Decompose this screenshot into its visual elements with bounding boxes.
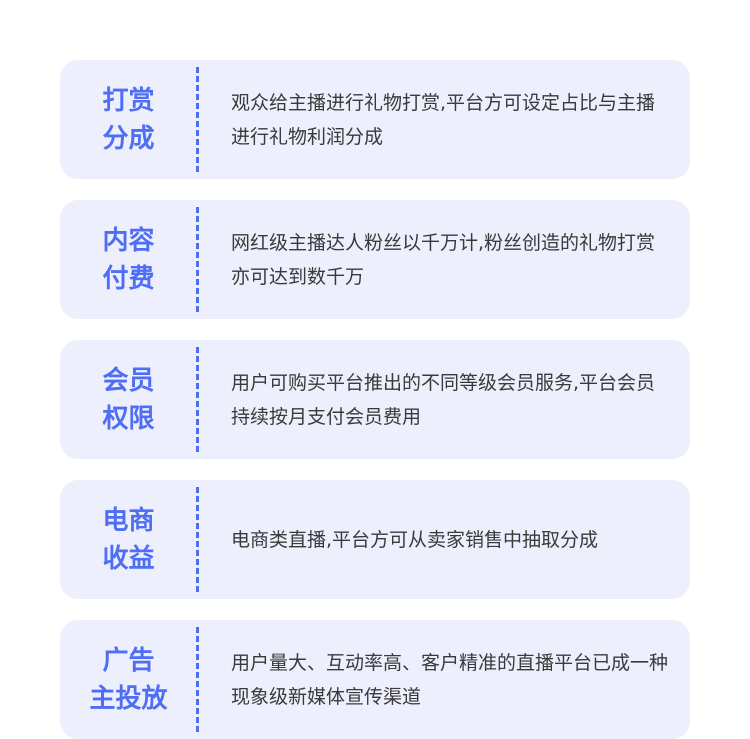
card-title-line2: 收益 bbox=[102, 543, 155, 574]
dashed-divider bbox=[196, 207, 199, 312]
card-title: 电商 收益 bbox=[60, 480, 197, 599]
card-title-line1: 打赏 bbox=[102, 85, 155, 116]
dashed-divider bbox=[196, 347, 199, 452]
card-title: 打赏 分成 bbox=[60, 60, 197, 179]
dashed-divider bbox=[196, 487, 199, 592]
dashed-divider bbox=[196, 627, 199, 732]
card-title-line1: 广告 bbox=[102, 645, 155, 676]
card-reward-sharing: 打赏 分成 观众给主播进行礼物打赏,平台方可设定占比与主播进行礼物利润分成 bbox=[60, 60, 690, 179]
card-description: 网红级主播达人粉丝以千万计,粉丝创造的礼物打赏亦可达到数千万 bbox=[231, 200, 672, 319]
card-title-line1: 内容 bbox=[102, 225, 155, 256]
card-title: 会员 权限 bbox=[60, 340, 197, 459]
card-description: 电商类直播,平台方可从卖家销售中抽取分成 bbox=[231, 480, 672, 599]
card-content-payment: 内容 付费 网红级主播达人粉丝以千万计,粉丝创造的礼物打赏亦可达到数千万 bbox=[60, 200, 690, 319]
card-membership: 会员 权限 用户可购买平台推出的不同等级会员服务,平台会员持续按月支付会员费用 bbox=[60, 340, 690, 459]
dashed-divider bbox=[196, 67, 199, 172]
card-title-line1: 电商 bbox=[102, 505, 155, 536]
card-description: 用户量大、互动率高、客户精准的直播平台已成一种现象级新媒体宣传渠道 bbox=[231, 620, 672, 739]
card-title: 广告 主投放 bbox=[60, 620, 197, 739]
card-title-line1: 会员 bbox=[102, 365, 155, 396]
card-title-line2: 主投放 bbox=[89, 683, 168, 714]
card-title-line2: 付费 bbox=[102, 263, 155, 294]
card-title-line2: 权限 bbox=[102, 403, 155, 434]
card-description-text: 网红级主播达人粉丝以千万计,粉丝创造的礼物打赏亦可达到数千万 bbox=[231, 231, 656, 288]
card-description: 用户可购买平台推出的不同等级会员服务,平台会员持续按月支付会员费用 bbox=[231, 340, 672, 459]
card-title: 内容 付费 bbox=[60, 200, 197, 319]
card-description-text: 电商类直播,平台方可从卖家销售中抽取分成 bbox=[231, 528, 599, 551]
card-title-line2: 分成 bbox=[102, 123, 155, 154]
card-ecommerce-revenue: 电商 收益 电商类直播,平台方可从卖家销售中抽取分成 bbox=[60, 480, 690, 599]
card-description-text: 用户量大、互动率高、客户精准的直播平台已成一种现象级新媒体宣传渠道 bbox=[231, 651, 669, 708]
card-description-text: 观众给主播进行礼物打赏,平台方可设定占比与主播进行礼物利润分成 bbox=[231, 91, 656, 148]
card-description-text: 用户可购买平台推出的不同等级会员服务,平台会员持续按月支付会员费用 bbox=[231, 371, 656, 428]
card-advertising: 广告 主投放 用户量大、互动率高、客户精准的直播平台已成一种现象级新媒体宣传渠道 bbox=[60, 620, 690, 739]
card-description: 观众给主播进行礼物打赏,平台方可设定占比与主播进行礼物利润分成 bbox=[231, 60, 672, 179]
